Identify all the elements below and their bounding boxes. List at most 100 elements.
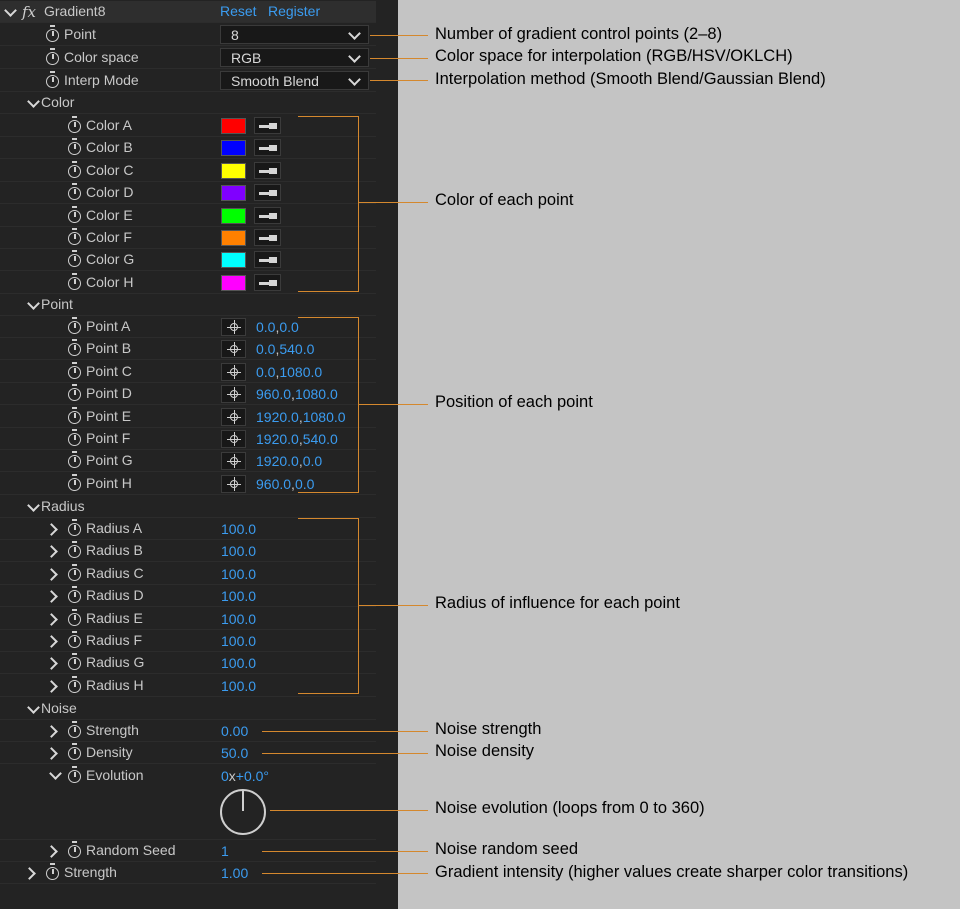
stopwatch-icon[interactable]	[68, 563, 81, 581]
color-swatch[interactable]	[221, 252, 246, 269]
eyedropper-icon[interactable]	[254, 184, 281, 202]
random-seed-value[interactable]: 1	[221, 843, 229, 859]
stopwatch-icon[interactable]	[68, 451, 81, 469]
chevron-right-icon[interactable]	[45, 657, 58, 671]
chevron-right-icon[interactable]	[45, 635, 58, 648]
stopwatch-icon[interactable]	[68, 519, 81, 536]
stopwatch-icon[interactable]	[46, 863, 59, 880]
color-swatch[interactable]	[221, 207, 246, 224]
eyedropper-icon[interactable]	[254, 117, 281, 134]
eyedropper-icon[interactable]	[254, 229, 281, 246]
crosshair-icon[interactable]	[221, 430, 246, 448]
chevron-right-icon[interactable]	[45, 567, 58, 581]
point-y-value[interactable]: 1080.0	[294, 386, 338, 403]
evolution-revolutions[interactable]: 0	[221, 768, 229, 784]
chevron-down-icon[interactable]	[27, 499, 40, 512]
stopwatch-icon[interactable]	[46, 71, 59, 88]
stopwatch-icon[interactable]	[68, 586, 81, 604]
strength-value[interactable]: 1.00	[221, 865, 249, 881]
eyedropper-icon[interactable]	[254, 139, 281, 157]
point-x-value[interactable]: 0.0	[256, 341, 276, 358]
point-y-value[interactable]: 540.0	[279, 341, 315, 358]
stopwatch-icon[interactable]	[68, 361, 81, 379]
stopwatch-icon[interactable]	[68, 228, 81, 245]
stopwatch-icon[interactable]	[68, 721, 81, 738]
chevron-down-icon[interactable]	[27, 95, 40, 108]
chevron-right-icon[interactable]	[45, 747, 58, 760]
noise-strength-value[interactable]: 0.00	[221, 723, 249, 739]
stopwatch-icon[interactable]	[68, 272, 81, 290]
chevron-right-icon[interactable]	[45, 590, 58, 604]
evolution-value[interactable]: 0x+0.0°	[221, 768, 269, 784]
group-radius[interactable]: Radius	[0, 496, 376, 518]
stopwatch-icon[interactable]	[68, 608, 81, 626]
stopwatch-icon[interactable]	[68, 841, 81, 858]
evolution-degrees[interactable]: +0.0°	[235, 768, 270, 784]
stopwatch-icon[interactable]	[68, 339, 81, 357]
group-noise[interactable]: Noise	[0, 698, 376, 720]
point-y-value[interactable]: 0.0	[294, 475, 315, 492]
color-swatch[interactable]	[221, 162, 246, 179]
chevron-right-icon[interactable]	[45, 612, 58, 626]
stopwatch-icon[interactable]	[68, 317, 81, 334]
point-x-value[interactable]: 0.0	[256, 363, 276, 380]
crosshair-icon[interactable]	[221, 452, 246, 471]
color-swatch[interactable]	[221, 185, 246, 202]
point-y-value[interactable]: 540.0	[302, 431, 338, 447]
crosshair-icon[interactable]	[221, 318, 246, 336]
stopwatch-icon[interactable]	[68, 675, 81, 693]
point-y-value[interactable]: 1080.0	[302, 408, 346, 425]
crosshair-icon[interactable]	[221, 362, 246, 381]
stopwatch-icon[interactable]	[68, 653, 81, 671]
point-y-value[interactable]: 0.0	[279, 319, 299, 335]
chevron-right-icon[interactable]	[45, 523, 58, 536]
interp-mode-dropdown[interactable]: Smooth Blend	[220, 71, 369, 90]
color-swatch[interactable]	[221, 274, 246, 291]
radius-value[interactable]: 100.0	[221, 543, 257, 560]
stopwatch-icon[interactable]	[68, 160, 81, 178]
color-space-dropdown[interactable]: RGB	[220, 48, 369, 67]
stopwatch-icon[interactable]	[68, 183, 81, 201]
point-x-value[interactable]: 0.0	[256, 319, 276, 335]
chevron-right-icon[interactable]	[45, 845, 58, 858]
radius-value[interactable]: 100.0	[221, 588, 257, 605]
stopwatch-icon[interactable]	[68, 473, 81, 491]
radius-value[interactable]: 100.0	[221, 633, 257, 649]
stopwatch-icon[interactable]	[68, 250, 81, 268]
group-color[interactable]: Color	[0, 92, 376, 114]
stopwatch-icon[interactable]	[68, 205, 81, 223]
point-x-value[interactable]: 1920.0	[256, 453, 299, 470]
point-x-value[interactable]: 1920.0	[256, 408, 299, 425]
stopwatch-icon[interactable]	[68, 766, 81, 783]
stopwatch-icon[interactable]	[68, 429, 81, 446]
color-swatch[interactable]	[221, 140, 246, 157]
chevron-down-icon[interactable]	[27, 701, 40, 714]
dial-needle[interactable]	[242, 791, 244, 811]
color-swatch[interactable]	[221, 118, 246, 134]
stopwatch-icon[interactable]	[68, 116, 81, 133]
radius-value[interactable]: 100.0	[221, 655, 257, 672]
point-y-value[interactable]: 1080.0	[279, 363, 323, 380]
chevron-right-icon[interactable]	[45, 725, 58, 738]
crosshair-icon[interactable]	[221, 340, 246, 359]
chevron-down-icon[interactable]	[49, 767, 62, 780]
crosshair-icon[interactable]	[221, 385, 246, 404]
noise-density-value[interactable]: 50.0	[221, 745, 249, 761]
point-x-value[interactable]: 960.0	[256, 386, 292, 403]
radius-value[interactable]: 100.0	[221, 677, 257, 694]
point-x-value[interactable]: 1920.0	[256, 431, 299, 447]
eyedropper-icon[interactable]	[254, 206, 281, 224]
crosshair-icon[interactable]	[221, 474, 246, 493]
chevron-down-icon[interactable]	[27, 297, 40, 310]
stopwatch-icon[interactable]	[46, 48, 59, 65]
point-y-value[interactable]: 0.0	[302, 453, 323, 470]
stopwatch-icon[interactable]	[68, 541, 81, 559]
stopwatch-icon[interactable]	[68, 631, 81, 648]
chevron-right-icon[interactable]	[45, 545, 58, 559]
collapse-chevron-icon[interactable]	[4, 4, 17, 17]
register-link[interactable]: Register	[268, 3, 321, 19]
stopwatch-icon[interactable]	[68, 743, 81, 760]
crosshair-icon[interactable]	[221, 407, 246, 426]
point-x-value[interactable]: 960.0	[256, 475, 292, 492]
stopwatch-icon[interactable]	[68, 384, 81, 402]
